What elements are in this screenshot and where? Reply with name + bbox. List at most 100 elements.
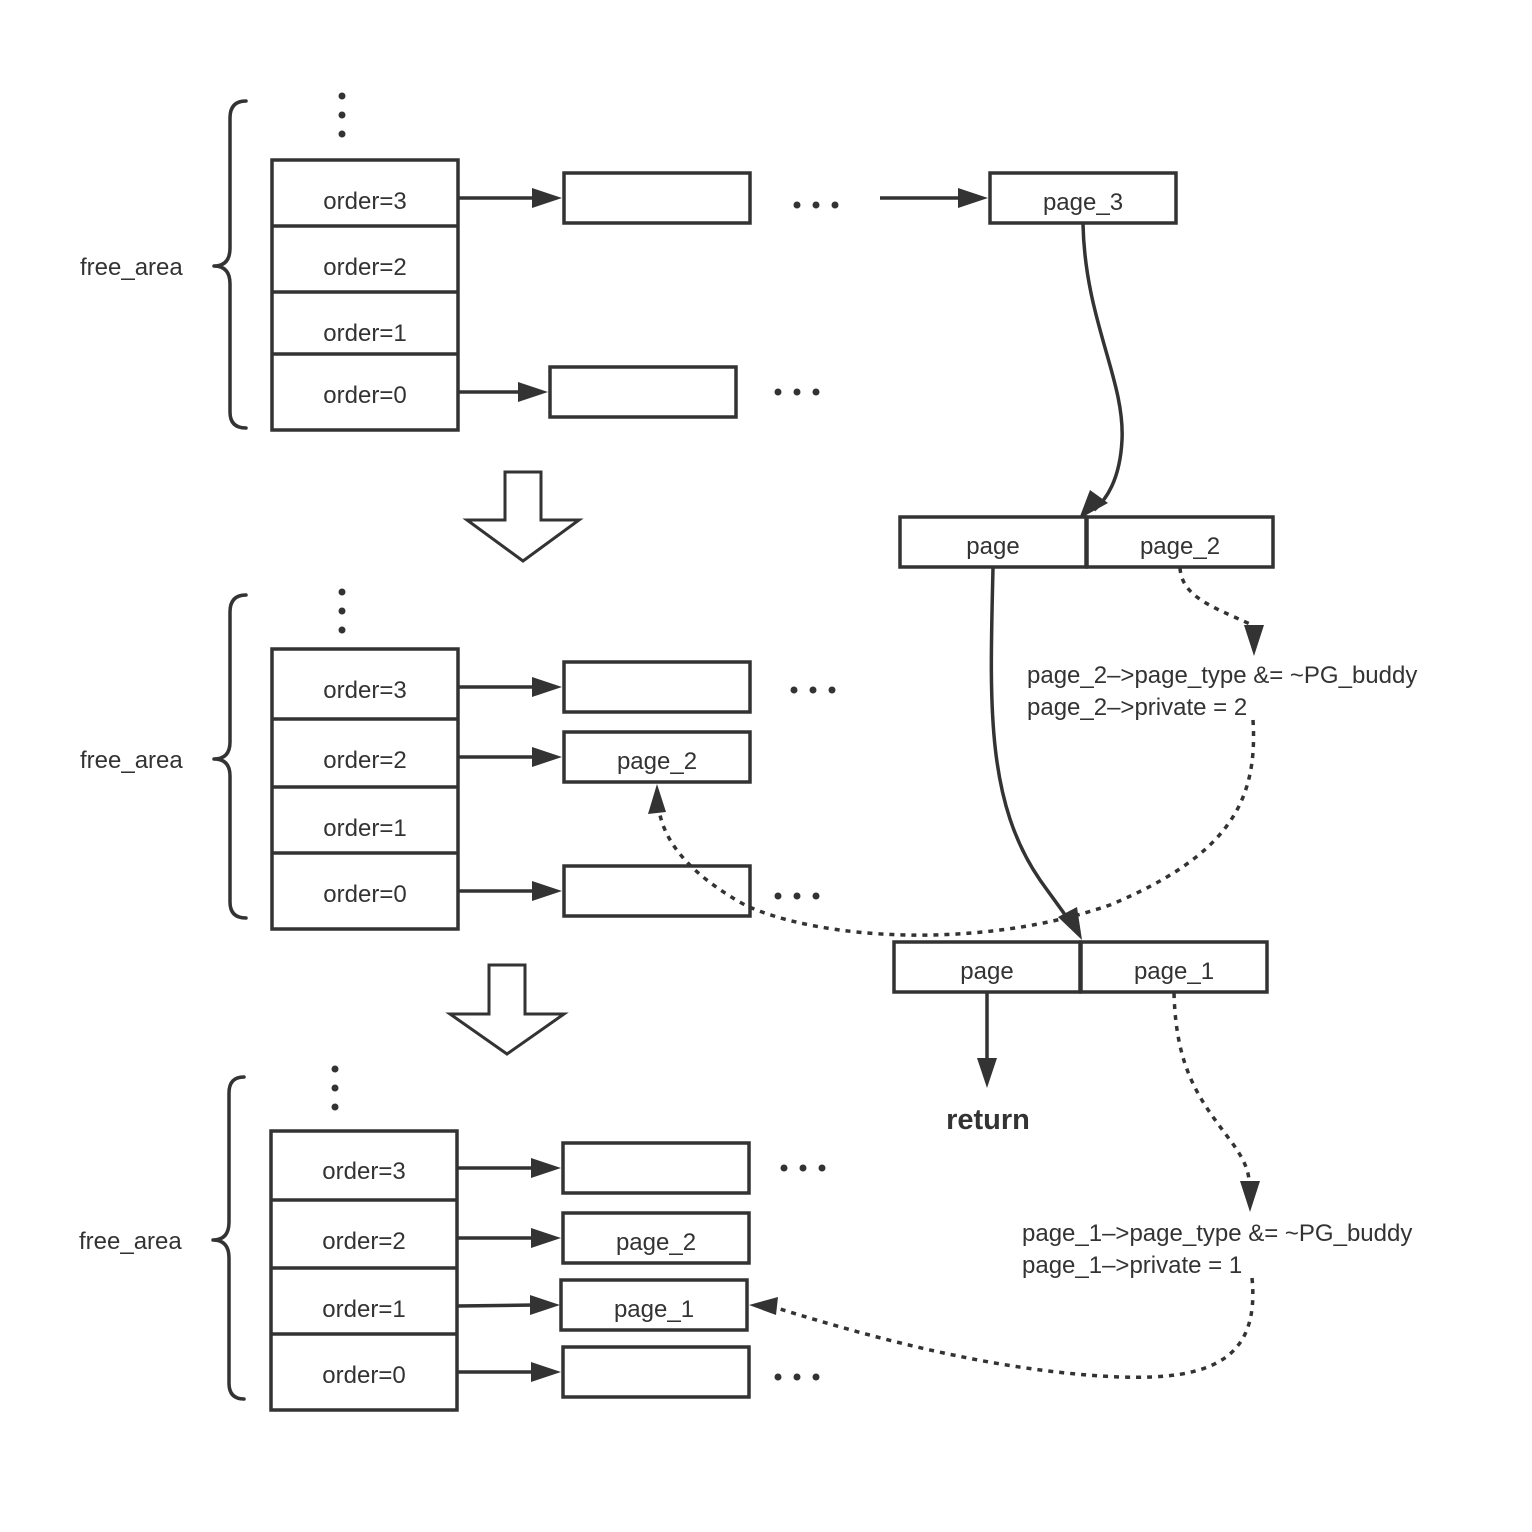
note-2-line-2: page_1–>private = 1 <box>1022 1252 1242 1279</box>
order-1-label: order=1 <box>322 1296 405 1323</box>
page-2-block <box>562 730 752 784</box>
page-2-block <box>561 1211 751 1265</box>
arrowhead <box>1240 1181 1260 1212</box>
vertical-ellipsis-dot <box>331 1065 339 1073</box>
vertical-ellipsis-dot <box>331 1103 339 1111</box>
arrowhead <box>1058 907 1082 940</box>
vertical-ellipsis-dot <box>338 130 346 138</box>
split-2: page page_1 <box>892 940 1269 994</box>
vertical-ellipsis-dot <box>338 588 346 596</box>
page-1-block <box>559 1278 749 1332</box>
free-area-label: free_area <box>79 1228 182 1255</box>
horizontal-ellipsis-dot <box>774 892 782 900</box>
split-buddy-block <box>1079 940 1269 994</box>
note-2: page_1–>page_type &= ~PG_buddy page_1–>p… <box>1022 1220 1412 1279</box>
split-arrow-page <box>989 567 1072 923</box>
free-area-brace <box>211 1075 246 1401</box>
buddy-update-arrow <box>1172 992 1251 1181</box>
note-2-line-1: page_1–>page_type &= ~PG_buddy <box>1022 1220 1412 1247</box>
stage-transition-arrow <box>445 963 569 1056</box>
horizontal-ellipsis-dot <box>774 388 782 396</box>
free-area-brace <box>212 593 248 920</box>
arrowhead <box>977 1058 997 1088</box>
order-1-label: order=1 <box>323 815 406 842</box>
split-2-buddy-label: page_1 <box>1134 958 1214 985</box>
arrowhead <box>518 382 548 402</box>
stage-2: free_area order=3 order=2 order=1 order=… <box>80 588 836 931</box>
free-list-block <box>562 171 752 225</box>
order-3-label: order=3 <box>323 677 406 704</box>
stage-transition-arrow <box>462 470 584 563</box>
split-arrow-page3 <box>1081 223 1124 512</box>
horizontal-ellipsis-dot <box>774 1373 782 1381</box>
arrowhead <box>532 677 562 697</box>
free-list-block <box>561 1345 751 1399</box>
split-1-page-label: page <box>966 533 1019 560</box>
buddy-update-arrow <box>1178 567 1251 626</box>
stage-3: free_area order=3 order=2 order=1 order=… <box>79 1065 826 1412</box>
free-area-label: free_area <box>80 747 183 774</box>
horizontal-ellipsis-dot <box>831 201 839 209</box>
horizontal-ellipsis-dot <box>812 388 820 396</box>
split-2-page-label: page <box>960 958 1013 985</box>
order-array <box>269 1129 459 1412</box>
page-2-label: page_2 <box>617 748 697 775</box>
free-list-block <box>548 365 738 419</box>
order-0-label: order=0 <box>323 382 406 409</box>
arrowhead <box>530 1295 560 1315</box>
note-1-line-1: page_2–>page_type &= ~PG_buddy <box>1027 662 1417 689</box>
horizontal-ellipsis-dot <box>793 892 801 900</box>
arrowhead <box>749 1297 778 1315</box>
arrowhead <box>531 1362 561 1382</box>
arrowhead <box>532 747 562 767</box>
free-area-label: free_area <box>80 254 183 281</box>
arrowhead <box>648 784 666 814</box>
split-1-buddy-label: page_2 <box>1140 533 1220 560</box>
page-1-label: page_1 <box>614 1296 694 1323</box>
order-0-label: order=0 <box>323 881 406 908</box>
page-3-block <box>988 171 1178 225</box>
arrowhead <box>532 188 562 208</box>
arrowhead <box>1244 625 1264 656</box>
page-3-label: page_3 <box>1043 189 1123 216</box>
horizontal-ellipsis-dot <box>793 388 801 396</box>
order-0-label: order=0 <box>322 1362 405 1389</box>
horizontal-ellipsis-dot <box>793 201 801 209</box>
vertical-ellipsis-dot <box>338 607 346 615</box>
note-1-line-2: page_2–>private = 2 <box>1027 694 1247 721</box>
horizontal-ellipsis-dot <box>812 892 820 900</box>
horizontal-ellipsis-dot <box>780 1164 788 1172</box>
stage-1: free_area order=3 order=2 order=1 order=… <box>80 92 1178 432</box>
split-buddy-block <box>1085 515 1275 569</box>
order-array <box>270 647 460 931</box>
arrowhead <box>531 1158 561 1178</box>
page-2-label: page_2 <box>616 1229 696 1256</box>
vertical-ellipsis-dot <box>331 1084 339 1092</box>
horizontal-ellipsis-dot <box>828 686 836 694</box>
horizontal-ellipsis-dot <box>790 686 798 694</box>
order-3-label: order=3 <box>323 188 406 215</box>
free-list-block <box>562 660 752 714</box>
insert-page-1-arrow <box>779 1277 1255 1380</box>
horizontal-ellipsis-dot <box>818 1164 826 1172</box>
order-2-label: order=2 <box>323 747 406 774</box>
order-2-label: order=2 <box>322 1228 405 1255</box>
horizontal-ellipsis-dot <box>812 1373 820 1381</box>
free-list-block <box>562 864 752 918</box>
free-list-block <box>561 1141 751 1195</box>
horizontal-ellipsis-dot <box>799 1164 807 1172</box>
arrowhead <box>958 188 988 208</box>
split-1: page page_2 <box>898 515 1275 569</box>
arrowhead <box>1079 490 1108 519</box>
order-3-label: order=3 <box>322 1158 405 1185</box>
note-1: page_2–>page_type &= ~PG_buddy page_2–>p… <box>1027 662 1417 721</box>
split-page-block <box>892 940 1082 994</box>
order-1-list-arrow <box>456 1303 535 1308</box>
order-array <box>270 158 460 432</box>
order-1-label: order=1 <box>323 320 406 347</box>
vertical-ellipsis-dot <box>338 626 346 634</box>
horizontal-ellipsis-dot <box>793 1373 801 1381</box>
free-area-brace <box>212 99 248 430</box>
vertical-ellipsis-dot <box>338 111 346 119</box>
